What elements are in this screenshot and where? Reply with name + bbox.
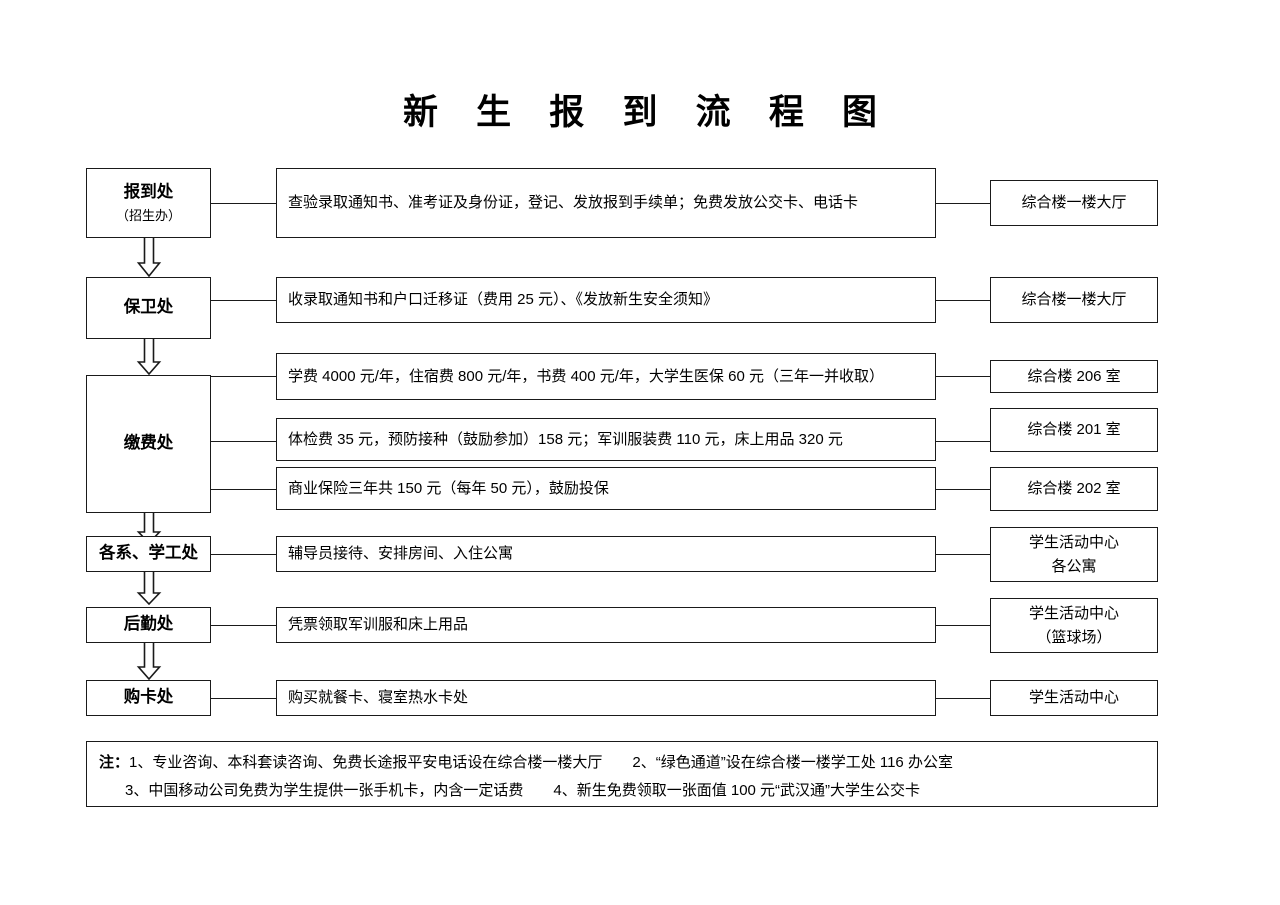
flow-arrow-1 xyxy=(134,238,164,277)
flow-arrow-5 xyxy=(134,643,164,680)
desc-text: 凭票领取军训服和床上用品 xyxy=(288,616,469,634)
dept-box-baodaochu: 报到处 （招生办） xyxy=(86,168,211,238)
location-label: 综合楼 201 室 xyxy=(1027,421,1121,439)
dept-label: 购卡处 xyxy=(123,688,174,707)
location-label: 综合楼一楼大厅 xyxy=(1021,194,1127,212)
dept-label: 各系、学工处 xyxy=(99,544,198,563)
connector-dept-desc-6 xyxy=(211,698,276,699)
location-label: 学生活动中心 xyxy=(1028,534,1119,552)
location-box-1: 综合楼一楼大厅 xyxy=(990,180,1158,226)
location-label: 综合楼 206 室 xyxy=(1027,367,1121,385)
desc-box-2: 收录取通知书和户口迁移证（费用 25 元）、《发放新生安全须知》 xyxy=(276,277,936,323)
flow-arrow-2 xyxy=(134,339,164,375)
location-box-5: 学生活动中心 （篮球场） xyxy=(990,598,1158,653)
location-sublabel: 各公寓 xyxy=(1051,557,1097,575)
footer-note: 注：1、专业咨询、本科套读咨询、免费长途报平安电话设在综合楼一楼大厅 2、“绿色… xyxy=(86,741,1158,807)
connector-dept-desc-2 xyxy=(211,300,276,301)
note-label: 注： xyxy=(99,754,130,771)
connector-desc-loc-3c xyxy=(936,489,990,490)
connector-dept-desc-3a xyxy=(211,376,276,377)
dept-label: 后勤处 xyxy=(123,615,174,634)
location-box-3c: 综合楼 202 室 xyxy=(990,467,1158,511)
connector-desc-loc-1 xyxy=(936,203,990,204)
location-label: 学生活动中心 xyxy=(1028,605,1119,623)
connector-dept-desc-5 xyxy=(211,625,276,626)
location-box-2: 综合楼一楼大厅 xyxy=(990,277,1158,323)
dept-box-gexi-xuegongchu: 各系、学工处 xyxy=(86,536,211,572)
note-line-1: 注：1、专业咨询、本科套读咨询、免费长途报平安电话设在综合楼一楼大厅 2、“绿色… xyxy=(99,749,1147,777)
connector-dept-desc-1 xyxy=(211,203,276,204)
dept-label: 报到处 xyxy=(123,182,174,201)
dept-label: 保卫处 xyxy=(123,298,174,317)
dept-label: 缴费处 xyxy=(123,434,174,453)
location-label: 综合楼一楼大厅 xyxy=(1021,291,1127,309)
connector-desc-loc-3a xyxy=(936,376,990,377)
dept-box-baoweichu: 保卫处 xyxy=(86,277,211,339)
location-sublabel: （篮球场） xyxy=(1036,628,1112,646)
desc-box-6: 购买就餐卡、寝室热水卡处 xyxy=(276,680,936,716)
desc-box-4: 辅导员接待、安排房间、入住公寓 xyxy=(276,536,936,572)
note-line-1-text: 1、专业咨询、本科套读咨询、免费长途报平安电话设在综合楼一楼大厅 2、“绿色通道… xyxy=(129,754,953,771)
connector-desc-loc-6 xyxy=(936,698,990,699)
location-box-3b: 综合楼 201 室 xyxy=(990,408,1158,452)
desc-text: 查验录取通知书、准考证及身份证，登记、发放报到手续单；免费发放公交卡、电话卡 xyxy=(288,194,859,212)
dept-box-goukachu: 购卡处 xyxy=(86,680,211,716)
connector-dept-desc-4 xyxy=(211,554,276,555)
desc-box-3b: 体检费 35 元，预防接种（鼓励参加）158 元；军训服装费 110 元，床上用… xyxy=(276,418,936,461)
desc-text: 体检费 35 元，预防接种（鼓励参加）158 元；军训服装费 110 元，床上用… xyxy=(288,430,843,448)
connector-desc-loc-4 xyxy=(936,554,990,555)
connector-dept-desc-3c xyxy=(211,489,276,490)
desc-box-5: 凭票领取军训服和床上用品 xyxy=(276,607,936,643)
dept-box-jiaofeichu: 缴费处 xyxy=(86,375,211,513)
location-label: 学生活动中心 xyxy=(1028,689,1119,707)
connector-desc-loc-5 xyxy=(936,625,990,626)
desc-text: 收录取通知书和户口迁移证（费用 25 元）、《发放新生安全须知》 xyxy=(288,291,719,309)
desc-box-3a: 学费 4000 元/年，住宿费 800 元/年，书费 400 元/年，大学生医保… xyxy=(276,353,936,400)
note-line-2: 3、中国移动公司免费为学生提供一张手机卡，内含一定话费 4、新生免费领取一张面值… xyxy=(125,781,921,799)
desc-box-1: 查验录取通知书、准考证及身份证，登记、发放报到手续单；免费发放公交卡、电话卡 xyxy=(276,168,936,238)
location-box-3a: 综合楼 206 室 xyxy=(990,360,1158,393)
desc-text: 购买就餐卡、寝室热水卡处 xyxy=(288,689,469,707)
dept-box-houqinchu: 后勤处 xyxy=(86,607,211,643)
connector-desc-loc-3b xyxy=(936,441,990,442)
dept-sublabel: （招生办） xyxy=(115,208,181,224)
location-label: 综合楼 202 室 xyxy=(1027,480,1121,498)
flow-arrow-4 xyxy=(134,572,164,605)
connector-desc-loc-2 xyxy=(936,300,990,301)
desc-text: 学费 4000 元/年，住宿费 800 元/年，书费 400 元/年，大学生医保… xyxy=(288,367,884,385)
desc-text: 辅导员接待、安排房间、入住公寓 xyxy=(288,545,514,563)
desc-box-3c: 商业保险三年共 150 元（每年 50 元），鼓励投保 xyxy=(276,467,936,510)
location-box-6: 学生活动中心 xyxy=(990,680,1158,716)
desc-text: 商业保险三年共 150 元（每年 50 元），鼓励投保 xyxy=(288,479,609,497)
page-title: 新 生 报 到 流 程 图 xyxy=(402,93,891,133)
connector-dept-desc-3b xyxy=(211,441,276,442)
location-box-4: 学生活动中心 各公寓 xyxy=(990,527,1158,582)
